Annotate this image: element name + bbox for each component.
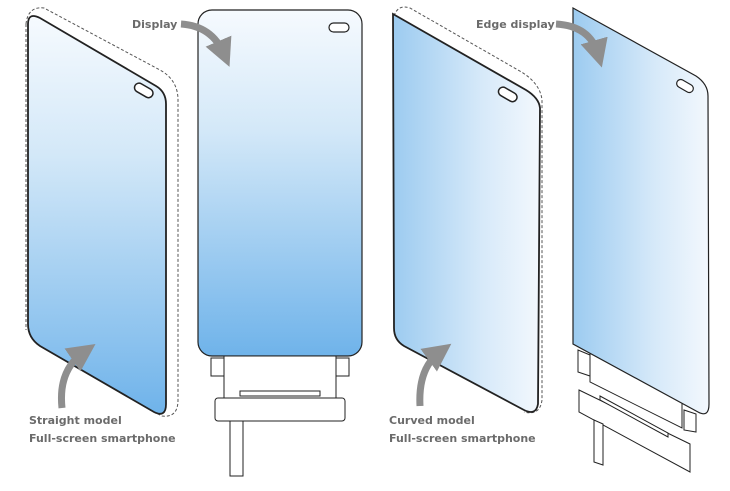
flex-connector [210, 355, 350, 477]
arrow-icon [555, 20, 608, 68]
curved-screen [392, 12, 541, 413]
camera-cutout-icon [133, 82, 154, 99]
camera-cutout-icon [328, 22, 350, 33]
straight-screen [27, 15, 167, 415]
arrow-icon [180, 20, 232, 67]
curved-model-phone [392, 6, 543, 414]
phone-body-outline [393, 6, 543, 414]
flat-display-panel [180, 9, 363, 477]
curved-model-label: Curved model [389, 414, 475, 427]
edge-display-label: Edge display [476, 18, 555, 31]
arrow-icon [57, 344, 96, 409]
camera-cutout-icon [676, 78, 694, 94]
straight-subtitle-label: Full-screen smartphone [29, 432, 176, 445]
curved-subtitle-label: Full-screen smartphone [389, 432, 536, 445]
display-label: Display [132, 18, 177, 31]
flat-display [197, 9, 363, 357]
arrow-icon [416, 343, 452, 407]
straight-model-phone [25, 7, 179, 417]
edge-display-panel [555, 6, 710, 473]
straight-model-label: Straight model [29, 414, 122, 427]
flex-connector [577, 349, 697, 473]
camera-cutout-icon [497, 86, 518, 103]
edge-display [572, 6, 710, 415]
phone-body-outline [25, 7, 179, 417]
